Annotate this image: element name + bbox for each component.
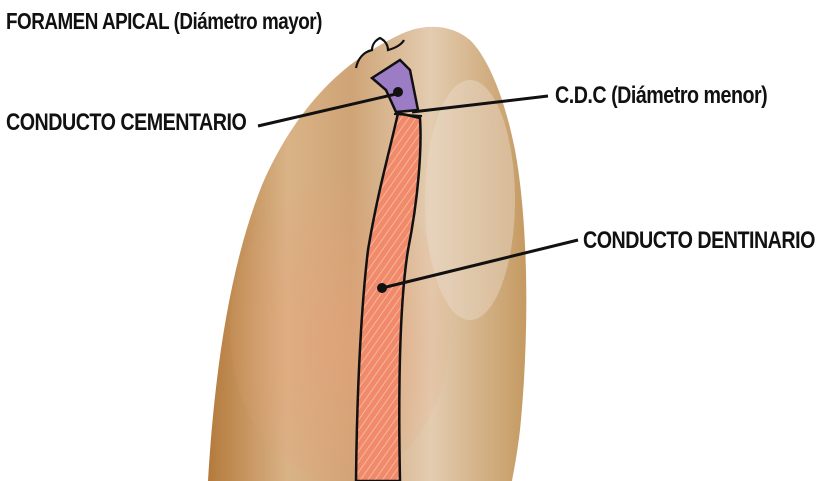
label-cdc: C.D.C (Diámetro menor) (555, 82, 767, 110)
dentinario-dot (377, 283, 387, 293)
root-shading-right (425, 80, 515, 320)
label-conducto-dentinario: CONDUCTO DENTINARIO (583, 227, 815, 255)
label-foramen-apical: FORAMEN APICAL (Diámetro mayor) (6, 8, 322, 35)
label-conducto-cementario: CONDUCTO CEMENTARIO (6, 109, 246, 137)
root-shading (230, 180, 450, 480)
